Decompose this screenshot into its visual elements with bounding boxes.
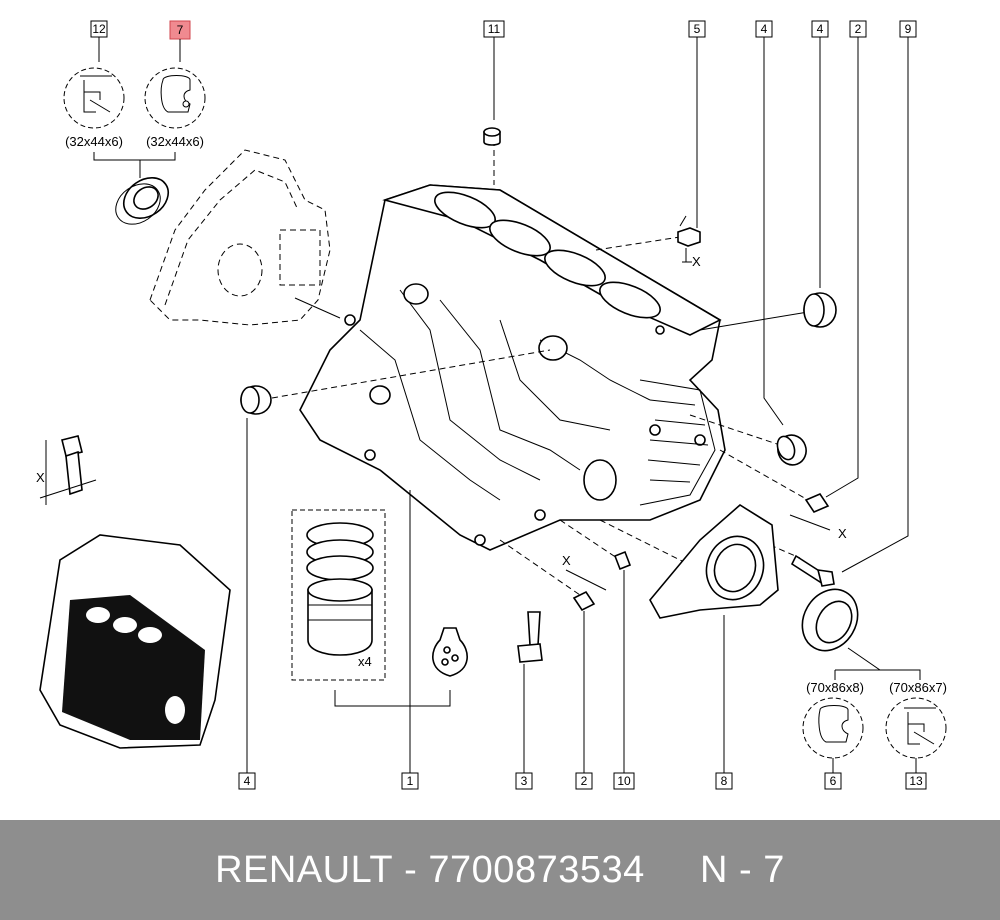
svg-text:10: 10 <box>617 774 631 788</box>
svg-text:1: 1 <box>407 774 414 788</box>
seal-detail-13 <box>885 697 947 759</box>
callout-3[interactable]: 3 <box>515 772 533 790</box>
brand-name: RENAULT <box>215 848 394 891</box>
callout-10[interactable]: 10 <box>613 772 635 790</box>
svg-text:2: 2 <box>581 774 588 788</box>
rear-crank-seal <box>801 588 859 652</box>
svg-text:2: 2 <box>855 22 862 36</box>
dim-label-seal-6: (70x86x8) <box>806 680 864 695</box>
callout-12[interactable]: 12 <box>90 20 108 38</box>
callout-6[interactable]: 6 <box>824 772 842 790</box>
part-number: 7700873534 <box>428 848 645 891</box>
svg-text:7: 7 <box>177 23 184 37</box>
seal-detail-7 <box>144 67 206 129</box>
callout-4-top-left[interactable]: 4 <box>755 20 773 38</box>
x-label-2-bottom: X <box>562 553 571 568</box>
front-crank-seal <box>115 177 170 225</box>
expansion-plug-4-mid <box>776 434 807 466</box>
seal-detail-12 <box>63 67 125 129</box>
svg-text:11: 11 <box>488 22 501 36</box>
svg-text:13: 13 <box>909 774 923 788</box>
svg-text:4: 4 <box>244 774 251 788</box>
plug-bolt-5: X <box>677 215 701 269</box>
bolt-dimension-icon: X <box>36 435 97 505</box>
cylinder-block <box>299 184 726 551</box>
timing-cover-outline <box>149 149 331 326</box>
svg-text:6: 6 <box>830 774 837 788</box>
seal-detail-6 <box>802 697 864 759</box>
engine-block-exploded-diagram: 12 7 11 5 4 4 2 9 <box>36 20 947 790</box>
svg-text:8: 8 <box>721 774 728 788</box>
expansion-plug-4-top <box>803 292 837 328</box>
bolt-bag <box>432 627 468 677</box>
callout-11[interactable]: 11 <box>483 20 505 38</box>
svg-text:9: 9 <box>905 22 912 36</box>
expansion-plug-4-left <box>240 385 272 415</box>
separator: - <box>393 848 429 891</box>
svg-text:4: 4 <box>817 22 824 36</box>
svg-text:5: 5 <box>694 22 701 36</box>
qty-label: x4 <box>358 654 372 669</box>
callout-9[interactable]: 9 <box>899 20 917 38</box>
callout-1[interactable]: 1 <box>401 772 419 790</box>
rear-seal-carrier-8 <box>649 504 779 619</box>
piston-rings-set: x4 <box>291 509 386 681</box>
dim-label-seal-7: (32x44x6) <box>146 134 204 149</box>
callout-2-top[interactable]: 2 <box>849 20 867 38</box>
bolt-3 <box>517 611 543 663</box>
part-footer-bar: RENAULT - 7700873534 N - 7 <box>0 820 1000 920</box>
callout-7-highlighted[interactable]: 7 <box>169 20 191 40</box>
svg-text:12: 12 <box>92 22 106 36</box>
callout-13[interactable]: 13 <box>905 772 927 790</box>
dim-label-seal-12: (32x44x6) <box>65 134 123 149</box>
svg-text:4: 4 <box>761 22 768 36</box>
dowel-2-bottom <box>572 590 596 612</box>
bolt-9 <box>790 554 835 587</box>
engine-thumbnail <box>39 534 231 749</box>
x-label-2-right: X <box>838 526 847 541</box>
callout-4-top-right[interactable]: 4 <box>811 20 829 38</box>
dowel-10 <box>613 550 632 571</box>
dowel-2-right <box>804 493 830 513</box>
dowel-pin-11 <box>483 127 501 146</box>
dim-label-seal-13: (70x86x7) <box>889 680 947 695</box>
callout-8[interactable]: 8 <box>715 772 733 790</box>
reference-code: N - 7 <box>700 848 785 891</box>
x-label-bolt: X <box>36 470 45 485</box>
svg-text:3: 3 <box>521 774 528 788</box>
callout-4-bottom[interactable]: 4 <box>238 772 256 790</box>
callout-5[interactable]: 5 <box>688 20 706 38</box>
x-label-5: X <box>692 254 701 269</box>
callout-2-bottom[interactable]: 2 <box>575 772 593 790</box>
